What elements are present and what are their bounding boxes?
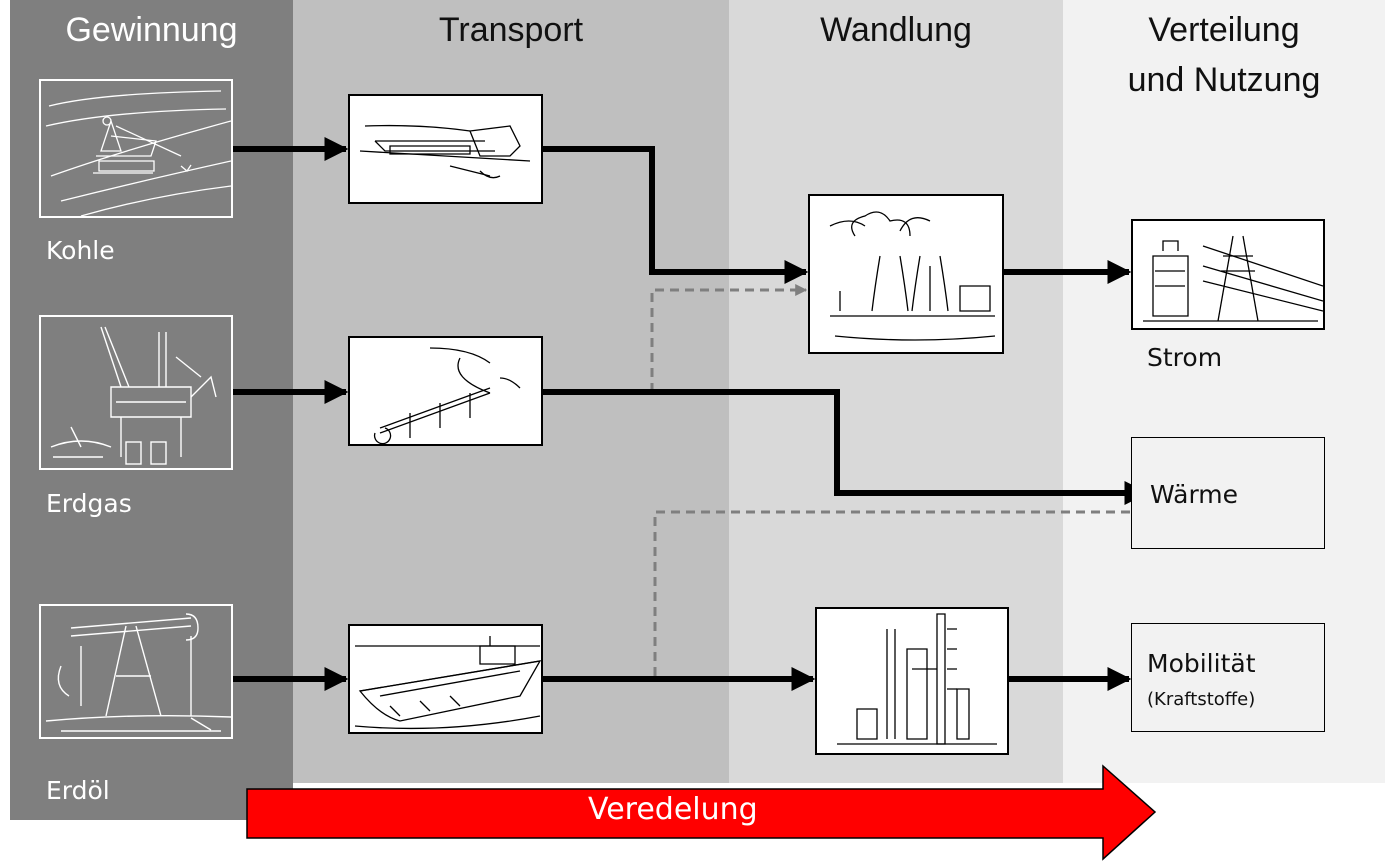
- veredelung-label: Veredelung: [588, 792, 758, 827]
- output-label-kraftstoffe: (Kraftstoffe): [1147, 689, 1256, 710]
- gas-platform-sketch: [39, 315, 233, 470]
- output-box-waerme: Wärme: [1131, 437, 1325, 549]
- power-plant-sketch: [808, 194, 1004, 354]
- column-title-transport: Transport: [438, 11, 584, 49]
- refinery-sketch: [815, 607, 1009, 755]
- train-icon: [359, 124, 531, 179]
- oil-pump-sketch: [39, 604, 233, 739]
- output-label-waerme: Wärme: [1150, 480, 1239, 509]
- refinery-icon: [837, 613, 997, 745]
- arrow-pipeline-to-waerme: [543, 389, 1149, 505]
- column-title-gewinnung: Gewinnung: [65, 11, 238, 49]
- source-label-erdgas: Erdgas: [46, 489, 132, 518]
- arrow-train-to-power-plant: [543, 146, 809, 284]
- train-sketch: [348, 94, 543, 204]
- tanker-ship-icon: [354, 636, 541, 730]
- tanker-sketch: [348, 624, 543, 734]
- power-line-icon: [1143, 235, 1323, 322]
- output-label-mobilitaet: Mobilität: [1147, 649, 1256, 678]
- pipeline-icon: [373, 347, 521, 444]
- power-line-sketch: [1131, 219, 1325, 330]
- output-label-strom: Strom: [1147, 343, 1223, 372]
- pipeline-sketch: [348, 336, 543, 446]
- power-plant-icon: [829, 211, 996, 341]
- oil-platform-icon: [50, 326, 217, 465]
- source-label-kohle: Kohle: [46, 236, 115, 265]
- dashed-link-to-power-plant: [650, 284, 808, 392]
- excavator-icon: [45, 90, 231, 216]
- output-box-mobilitaet: Mobilität (Kraftstoffe): [1131, 623, 1325, 732]
- column-title-verteilung-line2: und Nutzung: [1127, 61, 1321, 99]
- source-label-erdoel: Erdöl: [46, 776, 110, 805]
- pumpjack-icon: [45, 613, 231, 732]
- column-title-verteilung-line1: Verteilung: [1148, 11, 1300, 49]
- coal-mine-sketch: [39, 79, 233, 218]
- column-title-wandlung: Wandlung: [820, 11, 972, 49]
